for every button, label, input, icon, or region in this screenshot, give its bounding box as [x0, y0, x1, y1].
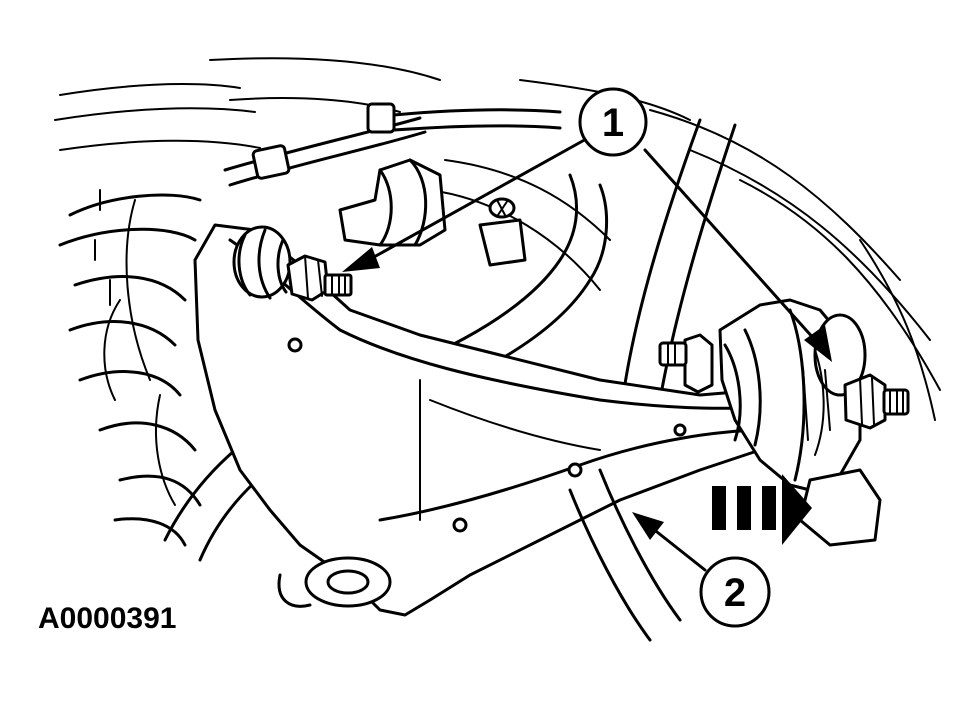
- coil-spring: [58, 189, 202, 547]
- callout-label-2: 2: [724, 571, 746, 615]
- front-bushing-nut: [232, 225, 353, 302]
- sensor-line: [223, 102, 562, 187]
- rear-bracket: [338, 158, 527, 267]
- callout-label-1: 1: [602, 101, 624, 145]
- figure-reference-code: A0000391: [38, 602, 176, 635]
- callout-balloon-2: 2: [699, 556, 771, 628]
- callout-balloon-1: 1: [578, 87, 648, 157]
- direction-arrow-icon: [712, 474, 812, 545]
- callout-1-leaders: [342, 136, 832, 362]
- callout-2-leader: [632, 512, 707, 572]
- frame-crossmember: [419, 379, 882, 642]
